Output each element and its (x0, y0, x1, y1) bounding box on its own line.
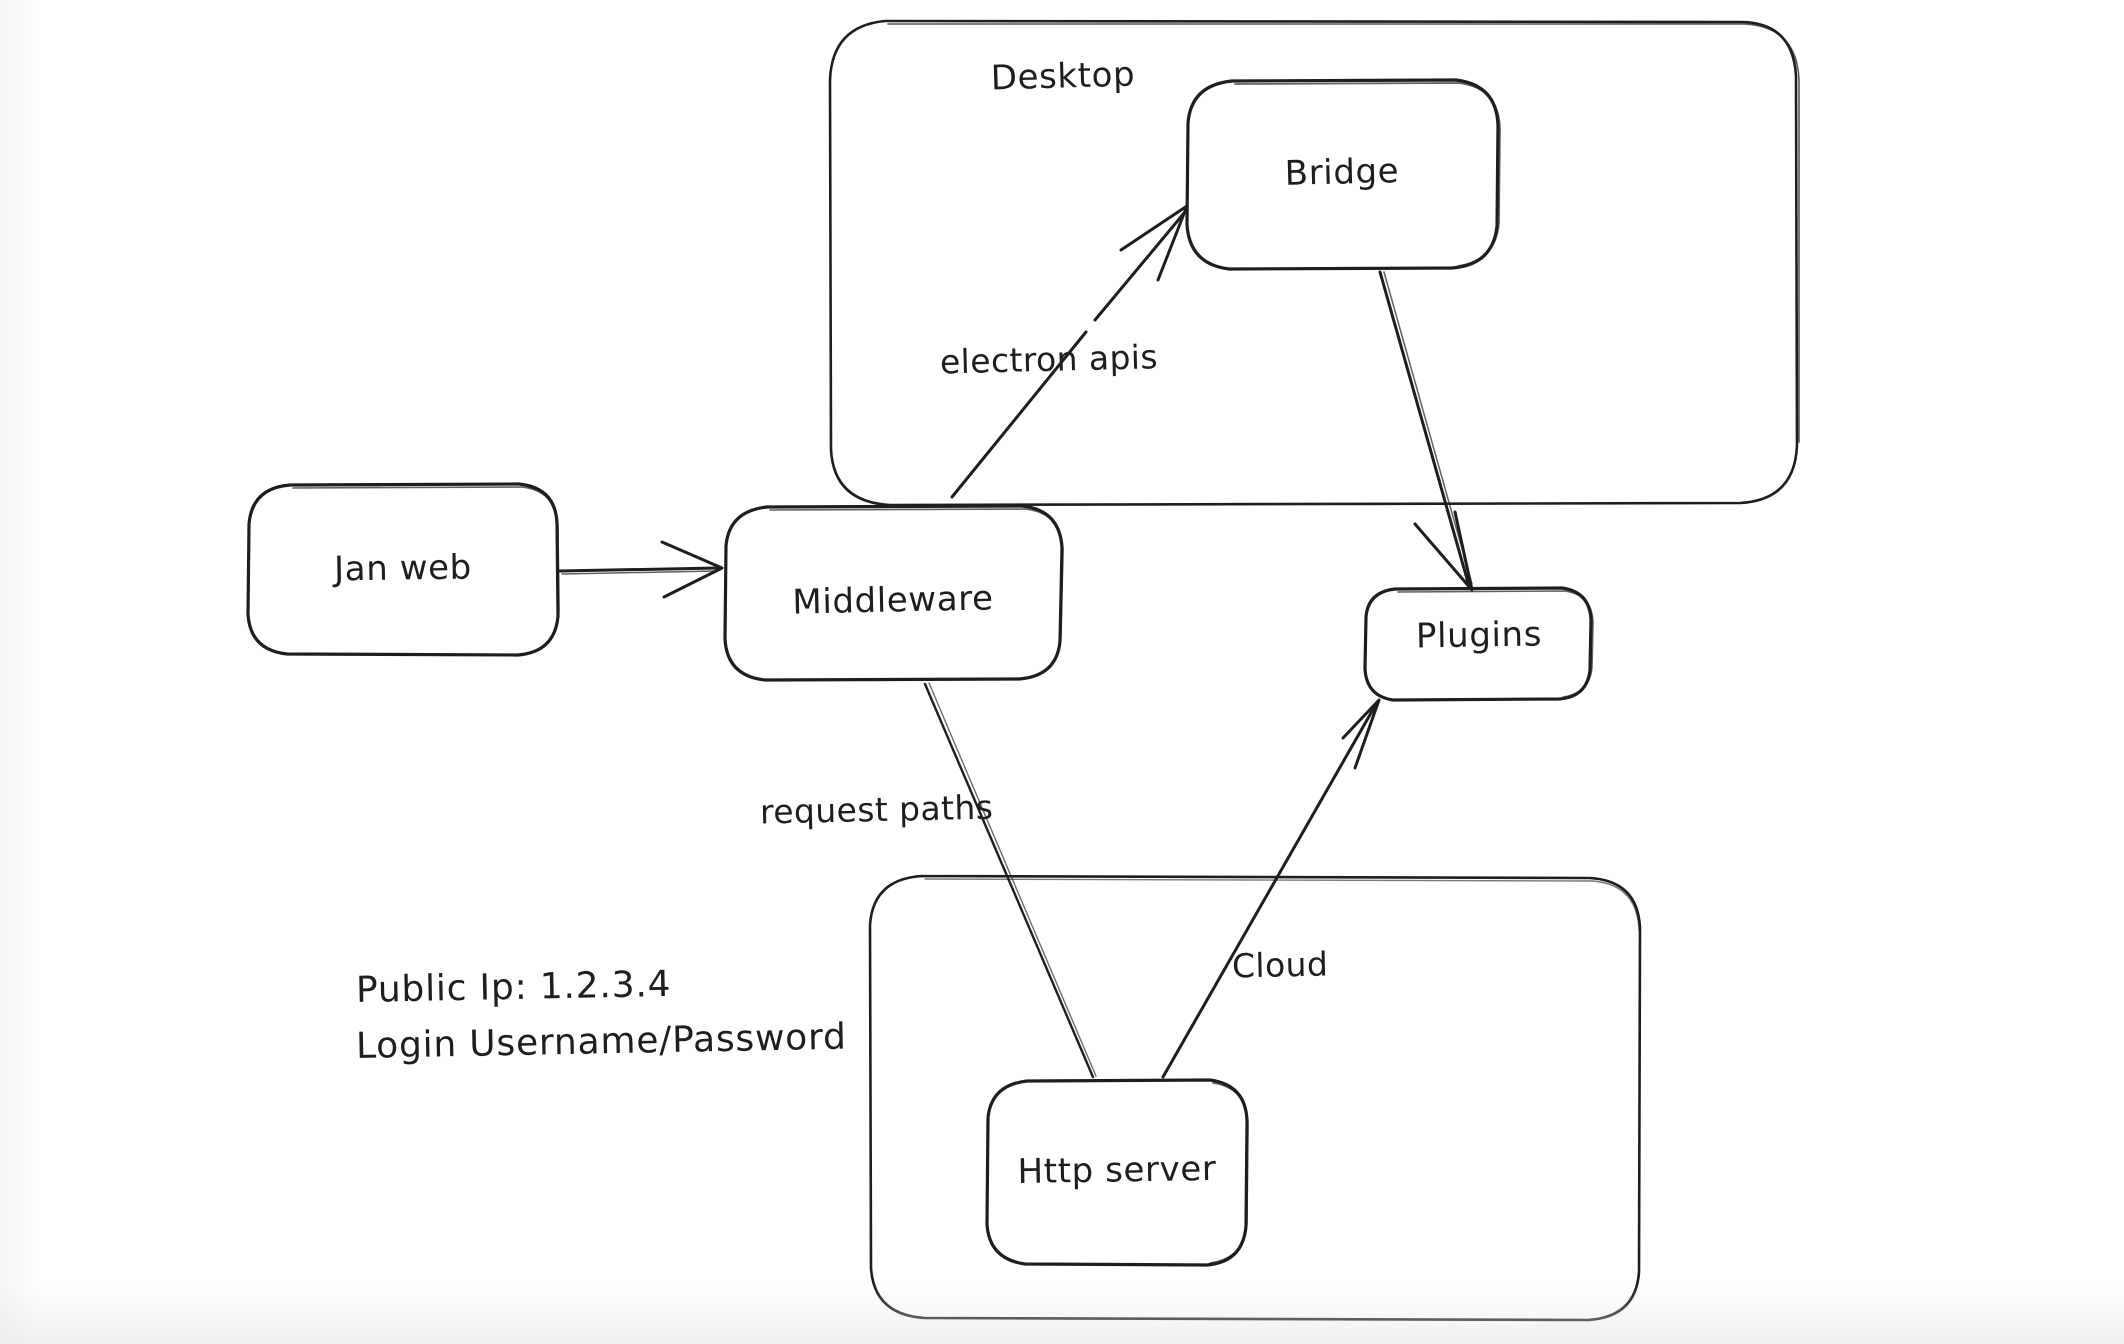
httpserver-plugins-line (1161, 704, 1377, 1079)
middleware-bridge-arrowhead (1119, 204, 1189, 282)
jan-web-label: Jan web (332, 548, 472, 590)
credentials-note: Public Ip: 1.2.3.4 Login Username/Passwo… (356, 964, 847, 1067)
middleware-bridge-line-upper (1093, 210, 1187, 322)
container-cloud[interactable] (868, 874, 1642, 1322)
edge-janweb-to-middleware[interactable] (558, 540, 724, 599)
node-jan-web[interactable]: Jan web (246, 482, 560, 657)
desktop-container-outline (828, 19, 1799, 507)
plugins-label: Plugins (1416, 615, 1543, 657)
node-middleware[interactable]: Middleware (723, 504, 1064, 682)
http-server-label: Http server (1017, 1149, 1216, 1192)
edge-bridge-to-plugins[interactable] (1378, 270, 1474, 592)
container-desktop[interactable]: Desktop (828, 19, 1800, 507)
desktop-container-label: Desktop (990, 54, 1135, 98)
edge-label-cloud: Cloud (1232, 944, 1329, 985)
middleware-httpserver-line (923, 682, 1095, 1079)
node-http-server[interactable]: Http server (985, 1078, 1249, 1267)
cloud-container-outline-2 (924, 878, 1640, 931)
bridge-plugins-line (1378, 270, 1471, 588)
bridge-label: Bridge (1284, 151, 1399, 194)
janweb-middleware-line (558, 566, 720, 573)
edge-label-electron-apis: electron apis (939, 337, 1158, 381)
cloud-container-outline (868, 874, 1642, 1322)
edge-httpserver-to-plugins[interactable]: Cloud (1161, 698, 1381, 1079)
note-public-ip: Public Ip: 1.2.3.4 (356, 964, 672, 1011)
bridge-plugins-arrowhead (1413, 510, 1474, 592)
note-login-credentials: Login Username/Password (356, 1017, 847, 1067)
node-bridge[interactable]: Bridge (1185, 78, 1501, 271)
edge-label-request-paths: request paths (760, 788, 994, 832)
edge-middleware-to-bridge[interactable]: electron apis (939, 204, 1189, 499)
node-plugins[interactable]: Plugins (1363, 586, 1594, 702)
middleware-label: Middleware (792, 578, 994, 622)
